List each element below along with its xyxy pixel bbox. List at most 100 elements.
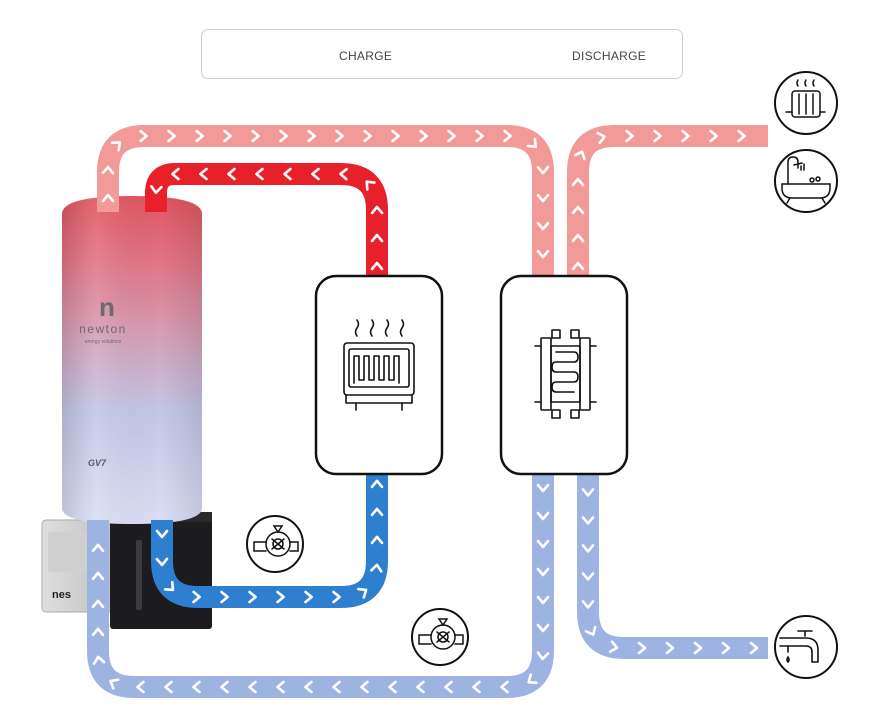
flow-arrow [581, 516, 595, 525]
pipe-body [97, 125, 554, 280]
flow-arrow [332, 590, 341, 604]
flow-arrow [536, 595, 550, 605]
flow-arrow [571, 261, 585, 271]
flow-arrow [536, 165, 550, 175]
flow-arrow [370, 261, 384, 271]
flow-arrow [608, 640, 619, 653]
tank-model: GV7 [88, 458, 107, 468]
flow-arrow [167, 129, 176, 143]
flow-arrow [91, 599, 105, 609]
flow-arrow [365, 180, 376, 191]
flow-arrow [536, 511, 550, 521]
pipe-body [151, 474, 388, 608]
flow-arrow [536, 193, 550, 203]
flow-arrow [192, 590, 201, 604]
base-unit [41, 512, 212, 629]
legend-charge-label: CHARGE [339, 49, 393, 63]
tank-tagline: energy solutions [85, 339, 122, 345]
flow-arrow [536, 651, 550, 661]
flow-arrow [311, 167, 320, 181]
flow-arrow [721, 641, 731, 655]
flow-arrow [164, 680, 173, 694]
flow-arrow [388, 680, 397, 694]
flow-arrow [192, 680, 201, 694]
flow-arrow [220, 590, 229, 604]
flow-arrow [248, 590, 257, 604]
flow-arrow [472, 680, 481, 694]
flow-arrow [581, 572, 595, 581]
discharge-hot-return-pipe [567, 125, 768, 280]
flow-arrow [155, 557, 169, 567]
flow-arrow [709, 129, 718, 143]
flow-arrow [584, 625, 597, 636]
discharge-cold-tap-pipe [577, 474, 768, 659]
flow-arrow [503, 129, 512, 143]
flow-arrow [248, 680, 257, 694]
flow-arrow [370, 233, 384, 243]
pipe-body [567, 125, 768, 280]
flow-arrow [155, 529, 169, 539]
flow-arrow [363, 129, 372, 143]
flow-arrow [653, 129, 662, 143]
flow-arrow [536, 249, 550, 259]
flow-arrow [101, 165, 115, 175]
legend-discharge-label: DISCHARGE [572, 49, 647, 63]
flow-arrow [370, 479, 384, 489]
flow-arrow [447, 129, 456, 143]
flow-arrow [199, 167, 208, 181]
flow-arrow [339, 167, 348, 181]
discharge-hot-supply-pipe [97, 125, 554, 280]
flow-arrow [136, 680, 145, 694]
flow-arrow [304, 680, 313, 694]
pipes-layer [87, 125, 768, 698]
heat-exchanger-box [499, 274, 629, 476]
flow-arrow [370, 535, 384, 545]
flow-arrow [227, 167, 236, 181]
flow-arrow [255, 167, 264, 181]
flow-arrow [163, 580, 175, 592]
flow-arrow [360, 680, 369, 694]
discharge-cold-main-pipe [87, 474, 554, 698]
base-brand-label: nes [52, 589, 71, 601]
flow-arrow [536, 623, 550, 633]
flow-arrow [665, 641, 675, 655]
flow-arrow [109, 678, 120, 690]
flow-arrow [571, 177, 585, 187]
flow-arrow [391, 129, 400, 143]
flow-arrow [536, 539, 550, 549]
flow-arrow [171, 167, 180, 181]
radiator-icon [774, 71, 838, 135]
tank-brand: newton [79, 322, 127, 336]
flow-arrow [304, 590, 313, 604]
flow-arrow [581, 488, 595, 497]
tank-logo: n [99, 292, 115, 322]
discharge-pump-icon [411, 608, 469, 666]
flow-arrow [444, 680, 453, 694]
flow-arrow [220, 680, 229, 694]
flow-arrow [91, 627, 105, 637]
flow-arrow [571, 205, 585, 215]
flow-arrow [150, 185, 163, 195]
flow-arrow [419, 129, 428, 143]
pipe-body [87, 474, 554, 698]
bathtub-shower-icon [774, 149, 838, 213]
flow-arrow [693, 641, 703, 655]
flow-arrow [279, 129, 288, 143]
legend [201, 29, 683, 79]
flow-arrow [596, 131, 606, 145]
flow-arrow [335, 129, 344, 143]
flow-arrow [370, 563, 383, 573]
flow-arrow [581, 600, 595, 609]
flow-arrow [195, 129, 204, 143]
flow-arrow [536, 221, 550, 231]
flow-arrow [223, 129, 232, 143]
flow-arrow [91, 543, 105, 553]
flow-arrow [370, 205, 384, 215]
flow-arrow [571, 233, 585, 243]
flow-arrow [370, 507, 384, 517]
flow-arrow [101, 193, 115, 203]
flow-arrow [276, 680, 285, 694]
water-tap-icon [774, 615, 838, 679]
flow-arrow [92, 655, 106, 665]
